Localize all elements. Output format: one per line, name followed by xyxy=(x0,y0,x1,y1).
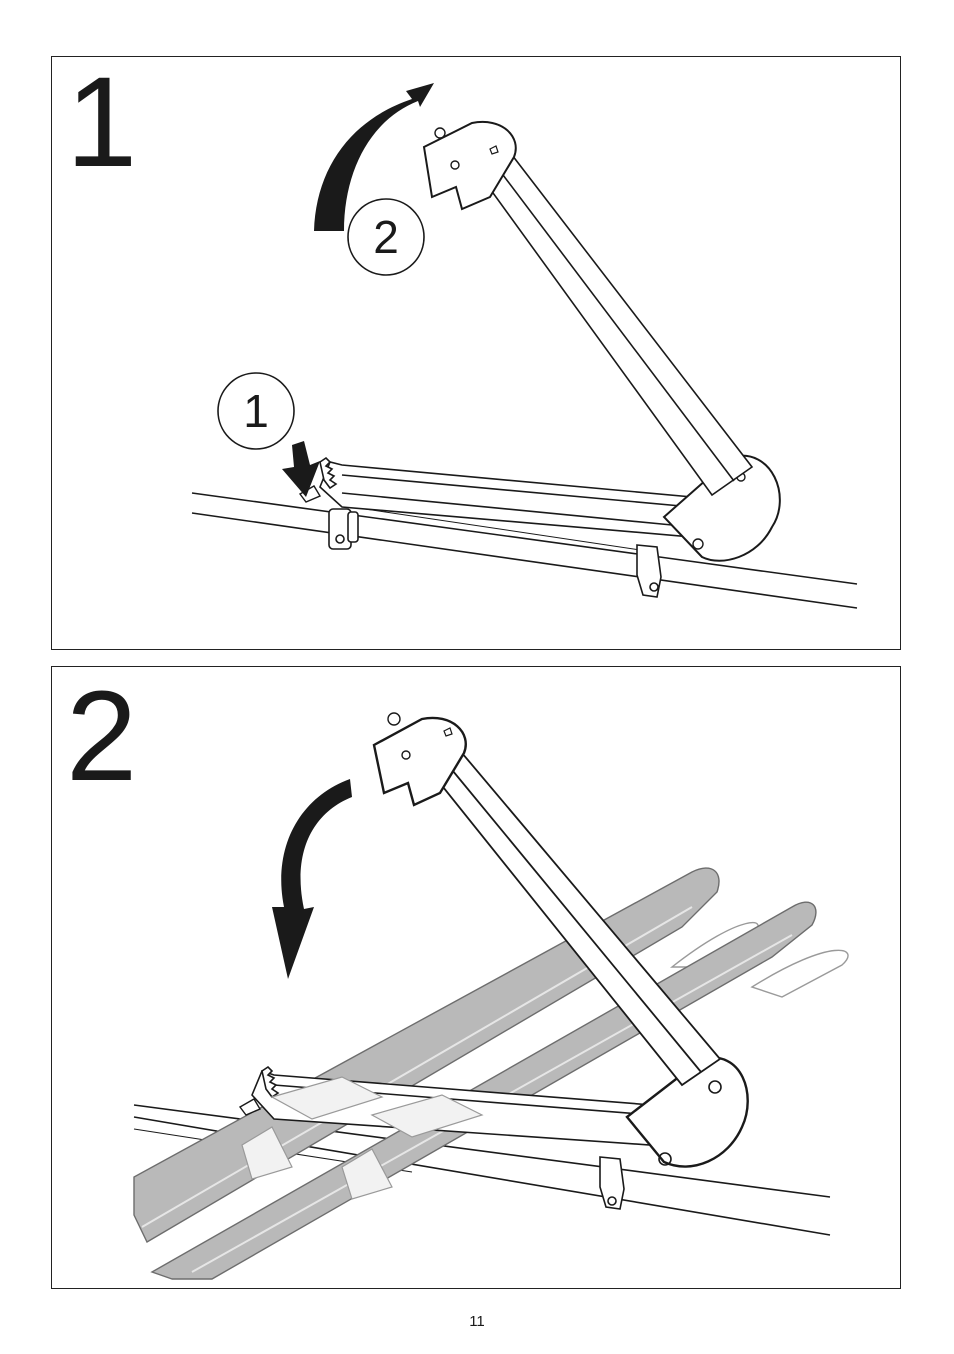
step-2-illustration xyxy=(52,667,900,1288)
callout-1-label: 1 xyxy=(243,385,269,437)
callout-1: 1 xyxy=(218,373,294,449)
lower-arrow xyxy=(272,779,352,979)
callout-2-label: 2 xyxy=(373,211,399,263)
rail-clamp-right xyxy=(600,1157,624,1209)
ski-1 xyxy=(134,868,719,1242)
step-1-panel: 1 xyxy=(51,56,901,650)
rail-clamp-right xyxy=(637,545,661,597)
rail-clamp-left xyxy=(329,509,358,549)
carrier-arm-lifted xyxy=(480,155,752,495)
step-1-illustration: 1 2 xyxy=(52,57,900,649)
step-2-panel: 2 xyxy=(51,666,901,1289)
carrier-base xyxy=(320,462,702,537)
page-number: 11 xyxy=(0,1313,954,1330)
callout-2: 2 xyxy=(348,199,424,275)
